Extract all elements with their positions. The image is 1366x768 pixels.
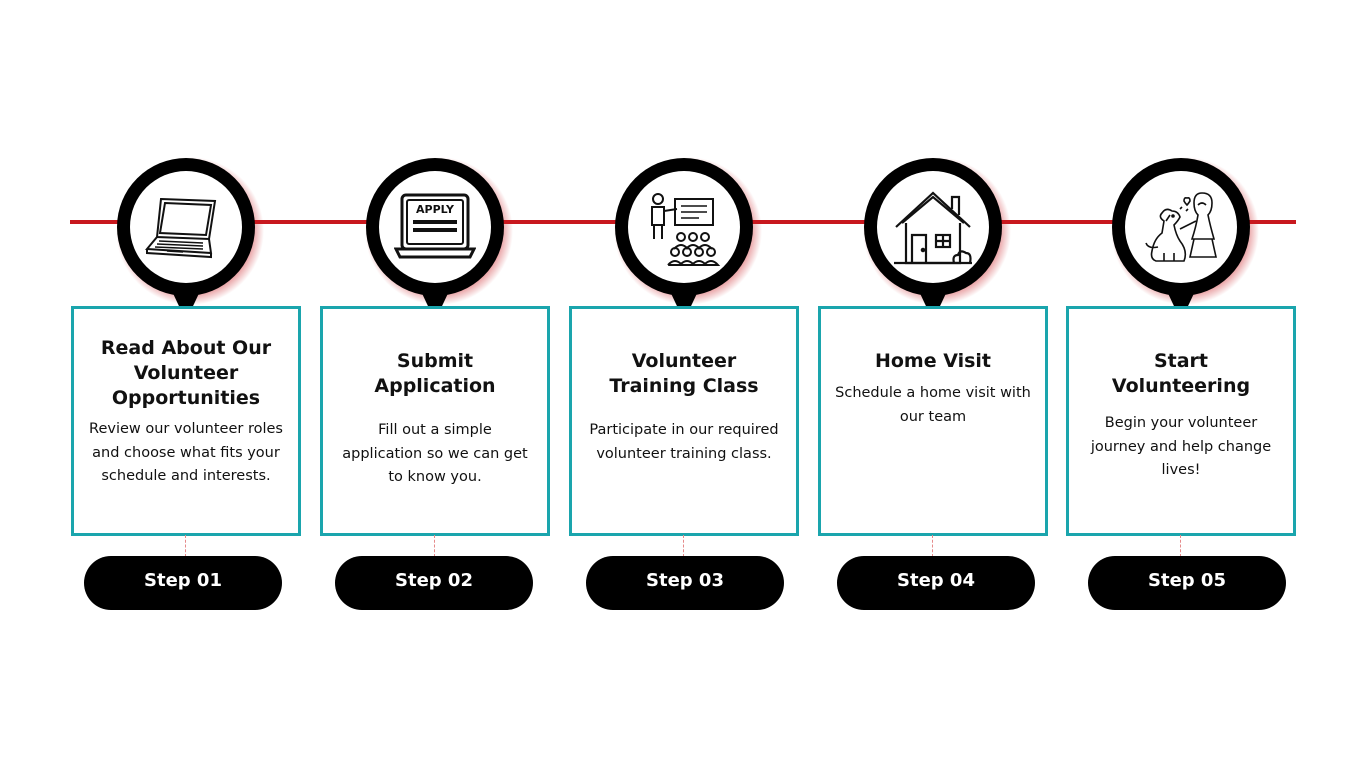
step-card: Start Volunteering Begin your volunteer … (1066, 306, 1296, 536)
step-label-pill: Step 02 (335, 556, 533, 610)
card-description: Begin your volunteer journey and help ch… (1069, 412, 1293, 483)
step-04: Home Visit Schedule a home visit with ou… (818, 0, 1048, 768)
pin-marker (116, 157, 256, 321)
apply-icon-text: APPLY (416, 203, 455, 216)
step-card: Home Visit Schedule a home visit with ou… (818, 306, 1048, 536)
card-title: Submit Application (323, 349, 547, 399)
step-label-pill: Step 03 (586, 556, 784, 610)
step-card: Volunteer Training Class Participate in … (569, 306, 799, 536)
card-description: Schedule a home visit with our team (821, 382, 1045, 429)
connector-line (683, 535, 684, 557)
step-01: Read About Our Volunteer Opportunities R… (71, 0, 301, 768)
step-label-pill: Step 01 (84, 556, 282, 610)
step-card: Submit Application Fill out a simple app… (320, 306, 550, 536)
connector-line (434, 535, 435, 557)
connector-line (1180, 535, 1181, 557)
training-class-icon (643, 187, 725, 269)
pin-marker (614, 157, 754, 321)
card-description: Fill out a simple application so we can … (323, 419, 547, 490)
step-label-pill: Step 04 (837, 556, 1035, 610)
step-02: APPLY Submit Application Fill out a simp… (320, 0, 550, 768)
card-title: Volunteer Training Class (572, 349, 796, 399)
pin-marker (1111, 157, 1251, 321)
pin-marker (863, 157, 1003, 321)
house-icon (892, 187, 974, 269)
connector-line (185, 535, 186, 557)
step-05: Start Volunteering Begin your volunteer … (1066, 0, 1296, 768)
card-title: Home Visit (821, 349, 1045, 374)
card-description: Participate in our required volunteer tr… (572, 419, 796, 466)
step-03: Volunteer Training Class Participate in … (569, 0, 799, 768)
connector-line (932, 535, 933, 557)
card-title: Start Volunteering (1069, 349, 1293, 399)
volunteer-with-dog-icon (1140, 187, 1222, 269)
card-description: Review our volunteer roles and choose wh… (74, 418, 298, 489)
card-title: Read About Our Volunteer Opportunities (74, 336, 298, 411)
step-card: Read About Our Volunteer Opportunities R… (71, 306, 301, 536)
laptop-icon (145, 187, 227, 269)
pin-marker: APPLY (365, 157, 505, 321)
step-label-pill: Step 05 (1088, 556, 1286, 610)
apply-application-icon: APPLY (394, 187, 476, 269)
